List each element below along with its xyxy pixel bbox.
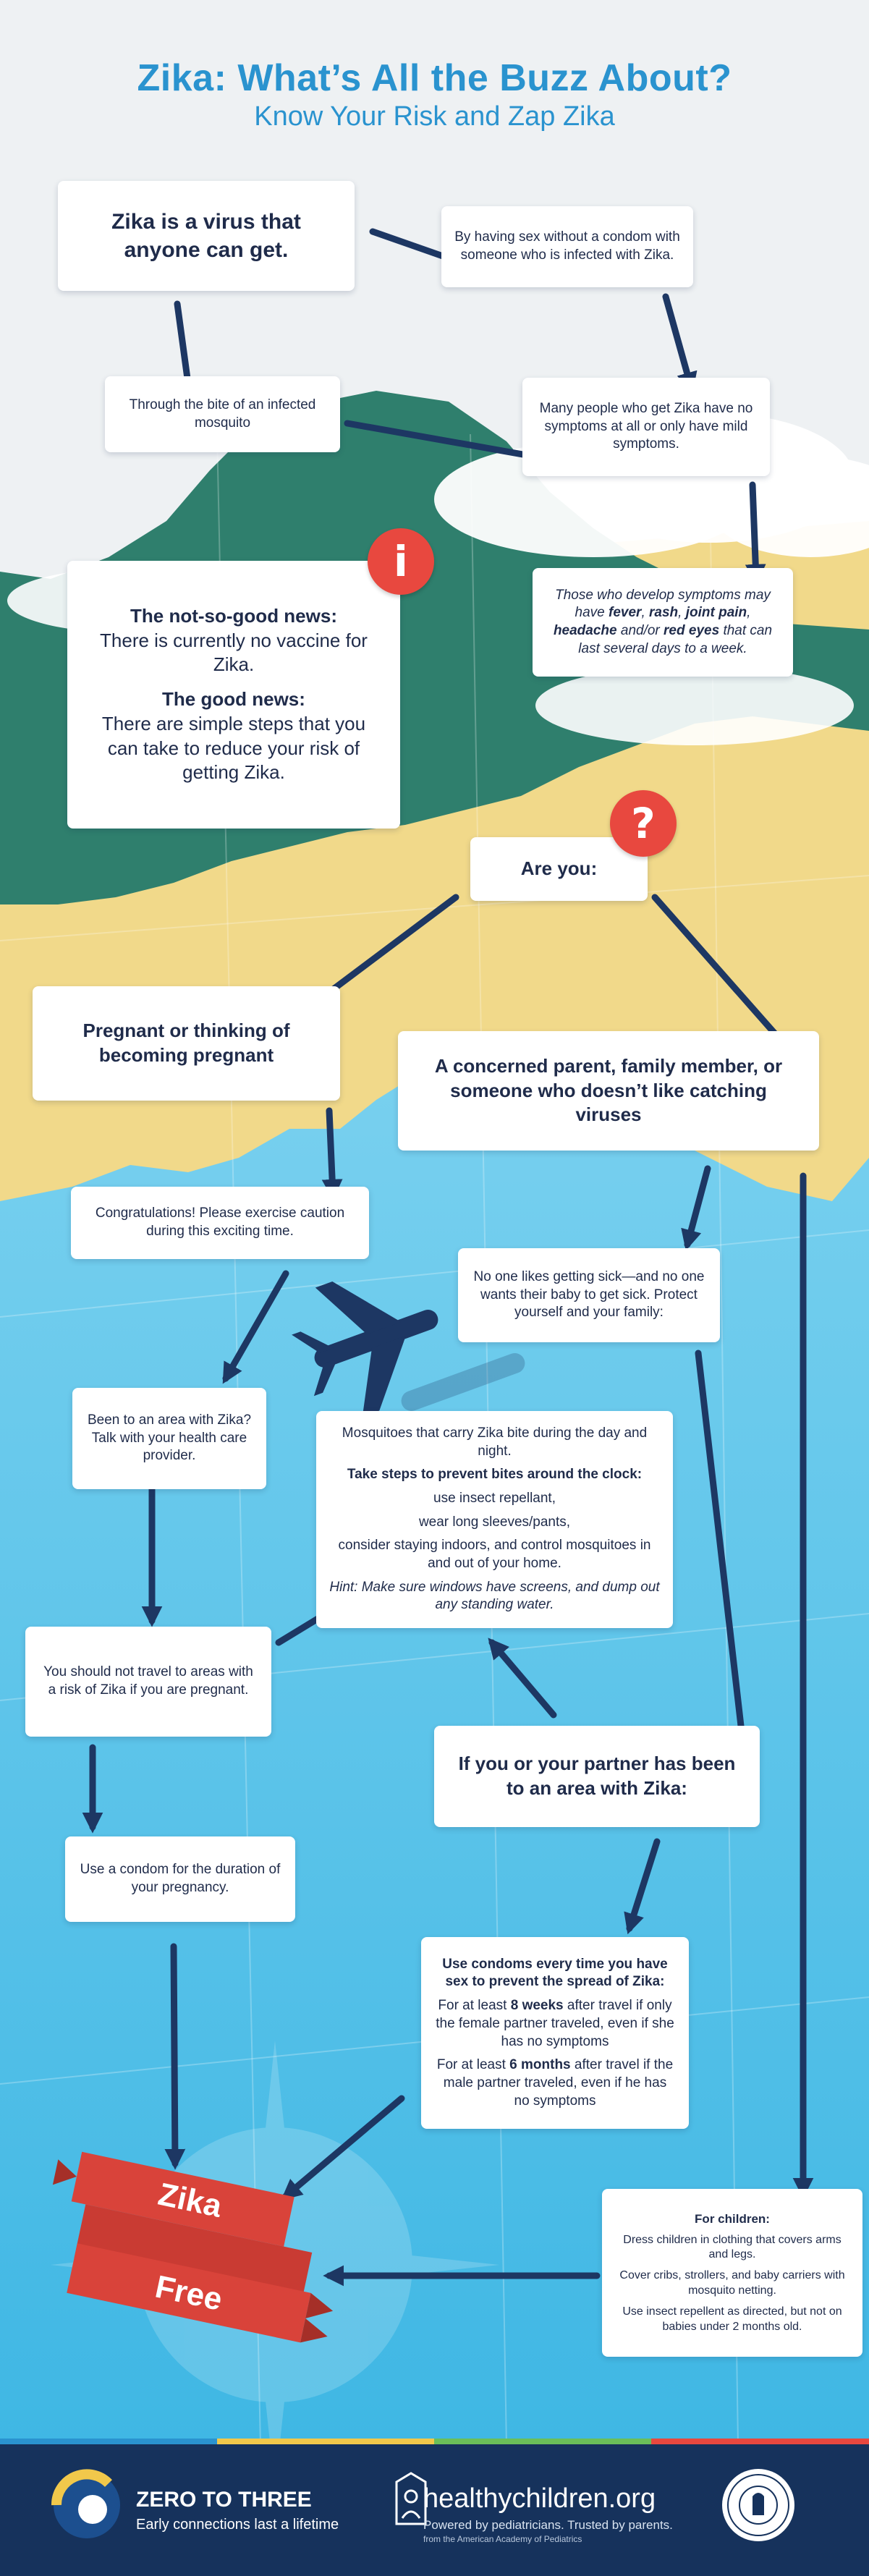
box-parent-text: A concerned parent, family member, or so… [434, 1054, 783, 1126]
info-icon: i [368, 528, 434, 595]
children-item-2: Cover cribs, strollers, and baby carrier… [619, 2269, 845, 2297]
box-mosquitoes: Mosquitoes that carry Zika bite during t… [316, 1411, 673, 1628]
box-congratulations-text: Congratulations! Please exercise caution… [95, 1206, 345, 1239]
arrow-nosymptoms-to-symptoms [745, 481, 766, 585]
box-partner: If you or your partner has been to an ar… [434, 1726, 760, 1827]
children-heading: For children: [695, 2211, 770, 2226]
condoms-intro: Use condoms every time you have sex to p… [442, 1956, 668, 1990]
box-are-you-text: Are you: [520, 857, 598, 880]
arrow-sex-to-nosymptoms [662, 293, 698, 394]
arrow-partner-to-mosquitoes [488, 1637, 557, 1719]
mosquitoes-hint: Hint: Make sure windows have screens, an… [329, 1579, 660, 1613]
mosquitoes-line2: Take steps to prevent bites around the c… [347, 1467, 643, 1483]
news-bad-text: There is currently no vaccine for Zika. [100, 629, 368, 676]
footer-color-stripe [0, 2439, 869, 2444]
arrow-bite-to-nosymptoms [344, 420, 546, 465]
arrow-condompreg-to-banner [164, 1943, 186, 2170]
mosquitoes-step3: consider staying indoors, and control mo… [338, 1538, 651, 1572]
box-no-travel: You should not travel to areas with a ri… [25, 1627, 271, 1737]
box-no-travel-text: You should not travel to areas with a ri… [43, 1664, 253, 1698]
box-pregnant: Pregnant or thinking of becoming pregnan… [33, 986, 340, 1101]
healthychildren-tagline: Powered by pediatricians. Trusted by par… [423, 2518, 673, 2532]
box-bite: Through the bite of an infected mosquito [105, 376, 340, 452]
box-congratulations: Congratulations! Please exercise caution… [71, 1187, 369, 1259]
box-symptoms-text: Those who develop symptoms may have feve… [553, 587, 773, 656]
box-no-symptoms: Many people who get Zika have no symptom… [522, 378, 770, 476]
arrow-pregnant-to-congrats [321, 1107, 343, 1200]
question-icon: ? [610, 790, 677, 857]
mosquitoes-line1: Mosquitoes that carry Zika bite during t… [342, 1425, 648, 1459]
box-no-one: No one likes getting sick—and no one wan… [458, 1248, 720, 1342]
zero-to-three-tagline: Early connections last a lifetime [136, 2517, 339, 2533]
box-virus-text: Zika is a virus that anyone can get. [111, 210, 301, 262]
mosquitoes-step1: use insect repellant, [433, 1490, 556, 1506]
box-news: The not-so-good news: There is currently… [67, 561, 400, 829]
box-no-symptoms-text: Many people who get Zika have no symptom… [539, 400, 753, 452]
box-condoms: Use condoms every time you have sex to p… [421, 1937, 689, 2129]
box-condom-pregnancy-text: Use a condom for the duration of your pr… [80, 1862, 281, 1895]
box-been-area-text: Been to an area with Zika? Talk with you… [87, 1412, 252, 1464]
arrow-congrats-to-beenarea [222, 1270, 289, 1384]
box-sex-text: By having sex without a condom with some… [454, 229, 680, 263]
box-parent: A concerned parent, family member, or so… [398, 1031, 819, 1151]
page-subtitle: Know Your Risk and Zap Zika [254, 101, 615, 132]
condoms-male: For at least 6 months after travel if th… [436, 2057, 674, 2109]
arrow-areyou-to-parent [651, 894, 793, 1054]
box-bite-text: Through the bite of an infected mosquito [129, 397, 316, 431]
box-no-one-text: No one likes getting sick—and no one wan… [473, 1268, 705, 1321]
box-virus: Zika is a virus that anyone can get. [58, 181, 355, 291]
healthychildren-subtagline: from the American Academy of Pediatrics [423, 2534, 582, 2544]
box-partner-text: If you or your partner has been to an ar… [458, 1753, 736, 1799]
news-good-text: There are simple steps that you can take… [101, 712, 366, 784]
condoms-female: For at least 8 weeks after travel if onl… [436, 1998, 674, 2049]
box-been-area: Been to an area with Zika? Talk with you… [72, 1388, 266, 1489]
mosquitoes-step2: wear long sleeves/pants, [418, 1514, 571, 1530]
box-condom-pregnancy: Use a condom for the duration of your pr… [65, 1836, 295, 1922]
healthychildren-name: healthychildren.org [423, 2483, 656, 2514]
arrow-condoms-to-banner [281, 2095, 405, 2200]
zero-to-three-name: ZERO TO THREE [136, 2488, 312, 2512]
arrow-partner-to-condoms [624, 1838, 661, 1935]
children-item-1: Dress children in clothing that covers a… [623, 2233, 842, 2261]
box-sex: By having sex without a condom with some… [441, 206, 693, 287]
news-good-heading: The good news: [162, 688, 305, 711]
page-title: Zika: What’s All the Buzz About? [137, 57, 732, 99]
box-children: For children: Dress children in clothing… [602, 2189, 862, 2357]
box-are-you: Are you: [470, 837, 648, 901]
news-bad-heading: The not-so-good news: [130, 604, 337, 627]
arrow-noone-to-partner [695, 1350, 753, 1758]
arrow-parent-to-noone [681, 1165, 711, 1251]
box-symptoms: Those who develop symptoms may have feve… [533, 568, 793, 677]
box-pregnant-text: Pregnant or thinking of becoming pregnan… [82, 1020, 290, 1066]
children-item-3: Use insect repellent as directed, but no… [622, 2305, 842, 2333]
